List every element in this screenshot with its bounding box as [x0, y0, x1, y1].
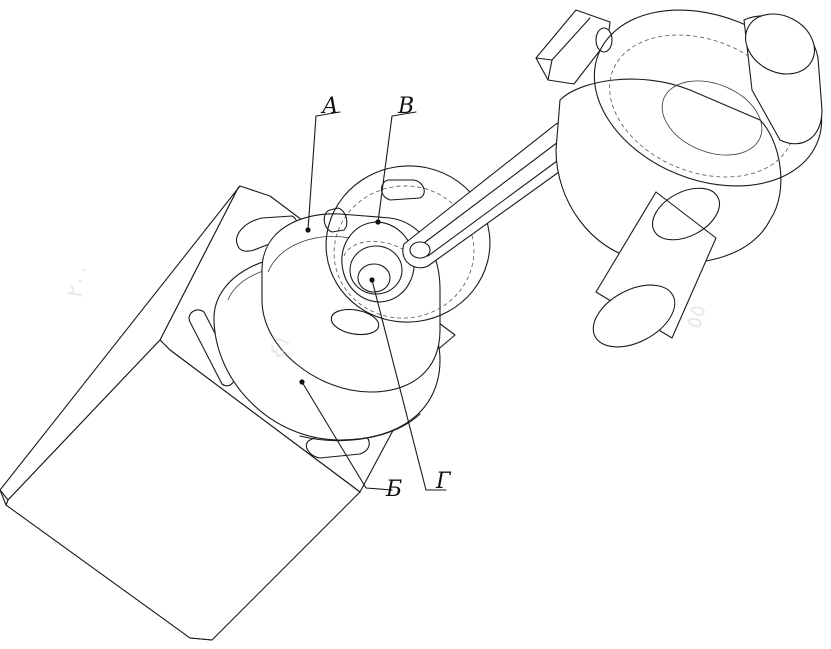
leader-lines — [299, 111, 447, 491]
label-g: Г — [435, 469, 452, 494]
dot-a — [305, 227, 311, 233]
dot-g — [369, 277, 375, 283]
dot-b — [299, 379, 305, 385]
crank-housing — [535, 9, 823, 348]
label-v: В — [397, 94, 414, 119]
dot-v — [375, 219, 381, 225]
label-b: Б — [385, 477, 402, 502]
svg-text:۲۰۰: ۲۰۰ — [62, 260, 98, 302]
hub-g — [341, 221, 415, 303]
svg-text:٥٥: ٥٥ — [682, 302, 712, 331]
label-a: А — [320, 94, 339, 119]
